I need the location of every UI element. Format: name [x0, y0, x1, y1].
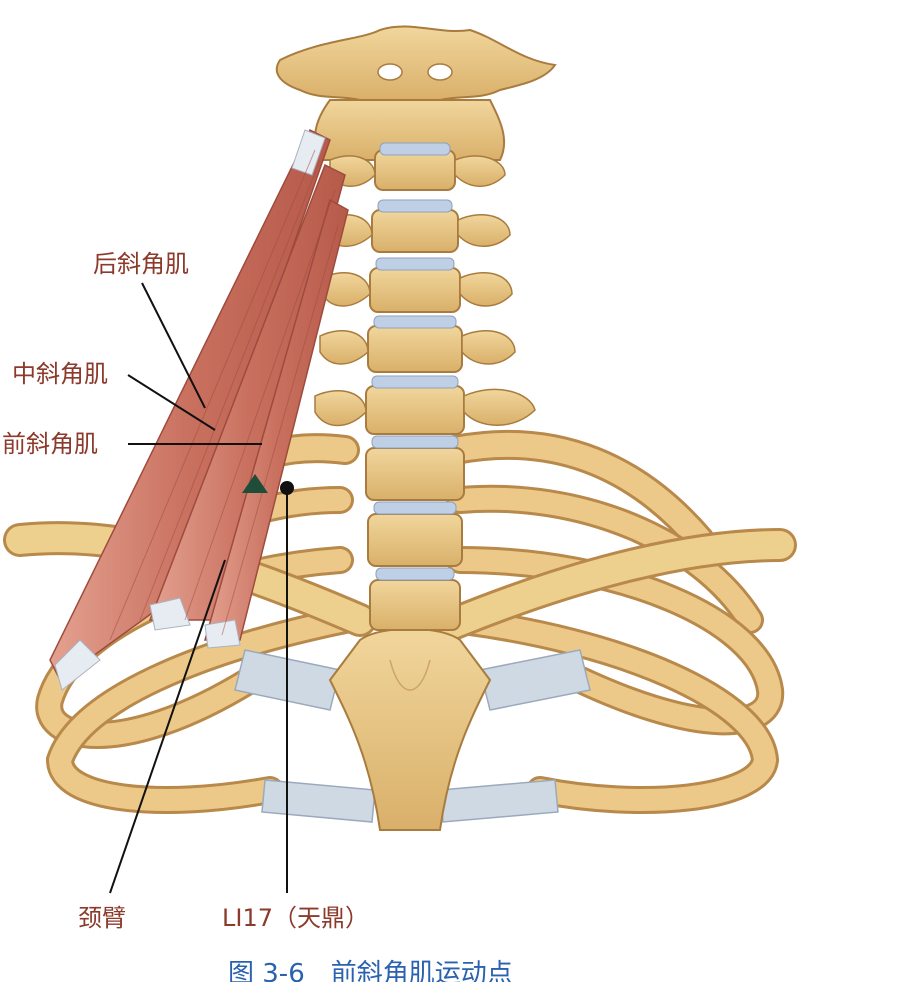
scalene-muscles — [49, 128, 349, 691]
leader-lines — [109, 282, 288, 894]
cartilage-left-2 — [261, 779, 376, 823]
motor-point-triangle-icon — [242, 474, 268, 493]
vertebra-c6 — [319, 325, 516, 373]
cartilage-right-1 — [479, 649, 591, 711]
disc-2 — [377, 199, 453, 213]
leader-middle-scalene — [127, 374, 216, 431]
label-middle-scalene: 中斜角肌 — [12, 360, 108, 388]
leader-posterior-scalene — [141, 282, 206, 409]
disc-3 — [375, 257, 455, 271]
cervical-spine — [275, 25, 557, 631]
acupoint-dot-icon — [280, 481, 294, 495]
leader-neck-arm — [109, 559, 226, 894]
vertebra-c3 — [329, 149, 506, 191]
vertebra-t3 — [369, 579, 461, 631]
axis — [313, 99, 506, 161]
disc-7 — [373, 501, 457, 515]
disc-1 — [379, 142, 451, 156]
disc-8 — [375, 567, 455, 581]
vertebra-c5 — [321, 267, 513, 313]
vertebra-t1 — [365, 447, 465, 501]
figure-caption: 图 3-6 前斜角肌运动点 — [228, 959, 513, 982]
disc-5 — [371, 375, 459, 389]
disc-6 — [371, 435, 459, 449]
label-li17: LI17（天鼎） — [222, 904, 369, 932]
vertebra-c7 — [314, 385, 536, 435]
atlas — [275, 25, 557, 101]
anterior-scalene-muscle — [204, 198, 349, 641]
label-anterior-scalene: 前斜角肌 — [2, 430, 98, 458]
cartilage-right-2 — [439, 779, 559, 823]
posterior-scalene-muscle — [49, 128, 331, 682]
label-posterior-scalene: 后斜角肌 — [93, 250, 189, 278]
vertebra-c4 — [324, 209, 511, 253]
label-neck-arm: 颈臂 — [78, 904, 126, 932]
vertebra-t2 — [367, 513, 463, 567]
disc-4 — [373, 315, 457, 329]
